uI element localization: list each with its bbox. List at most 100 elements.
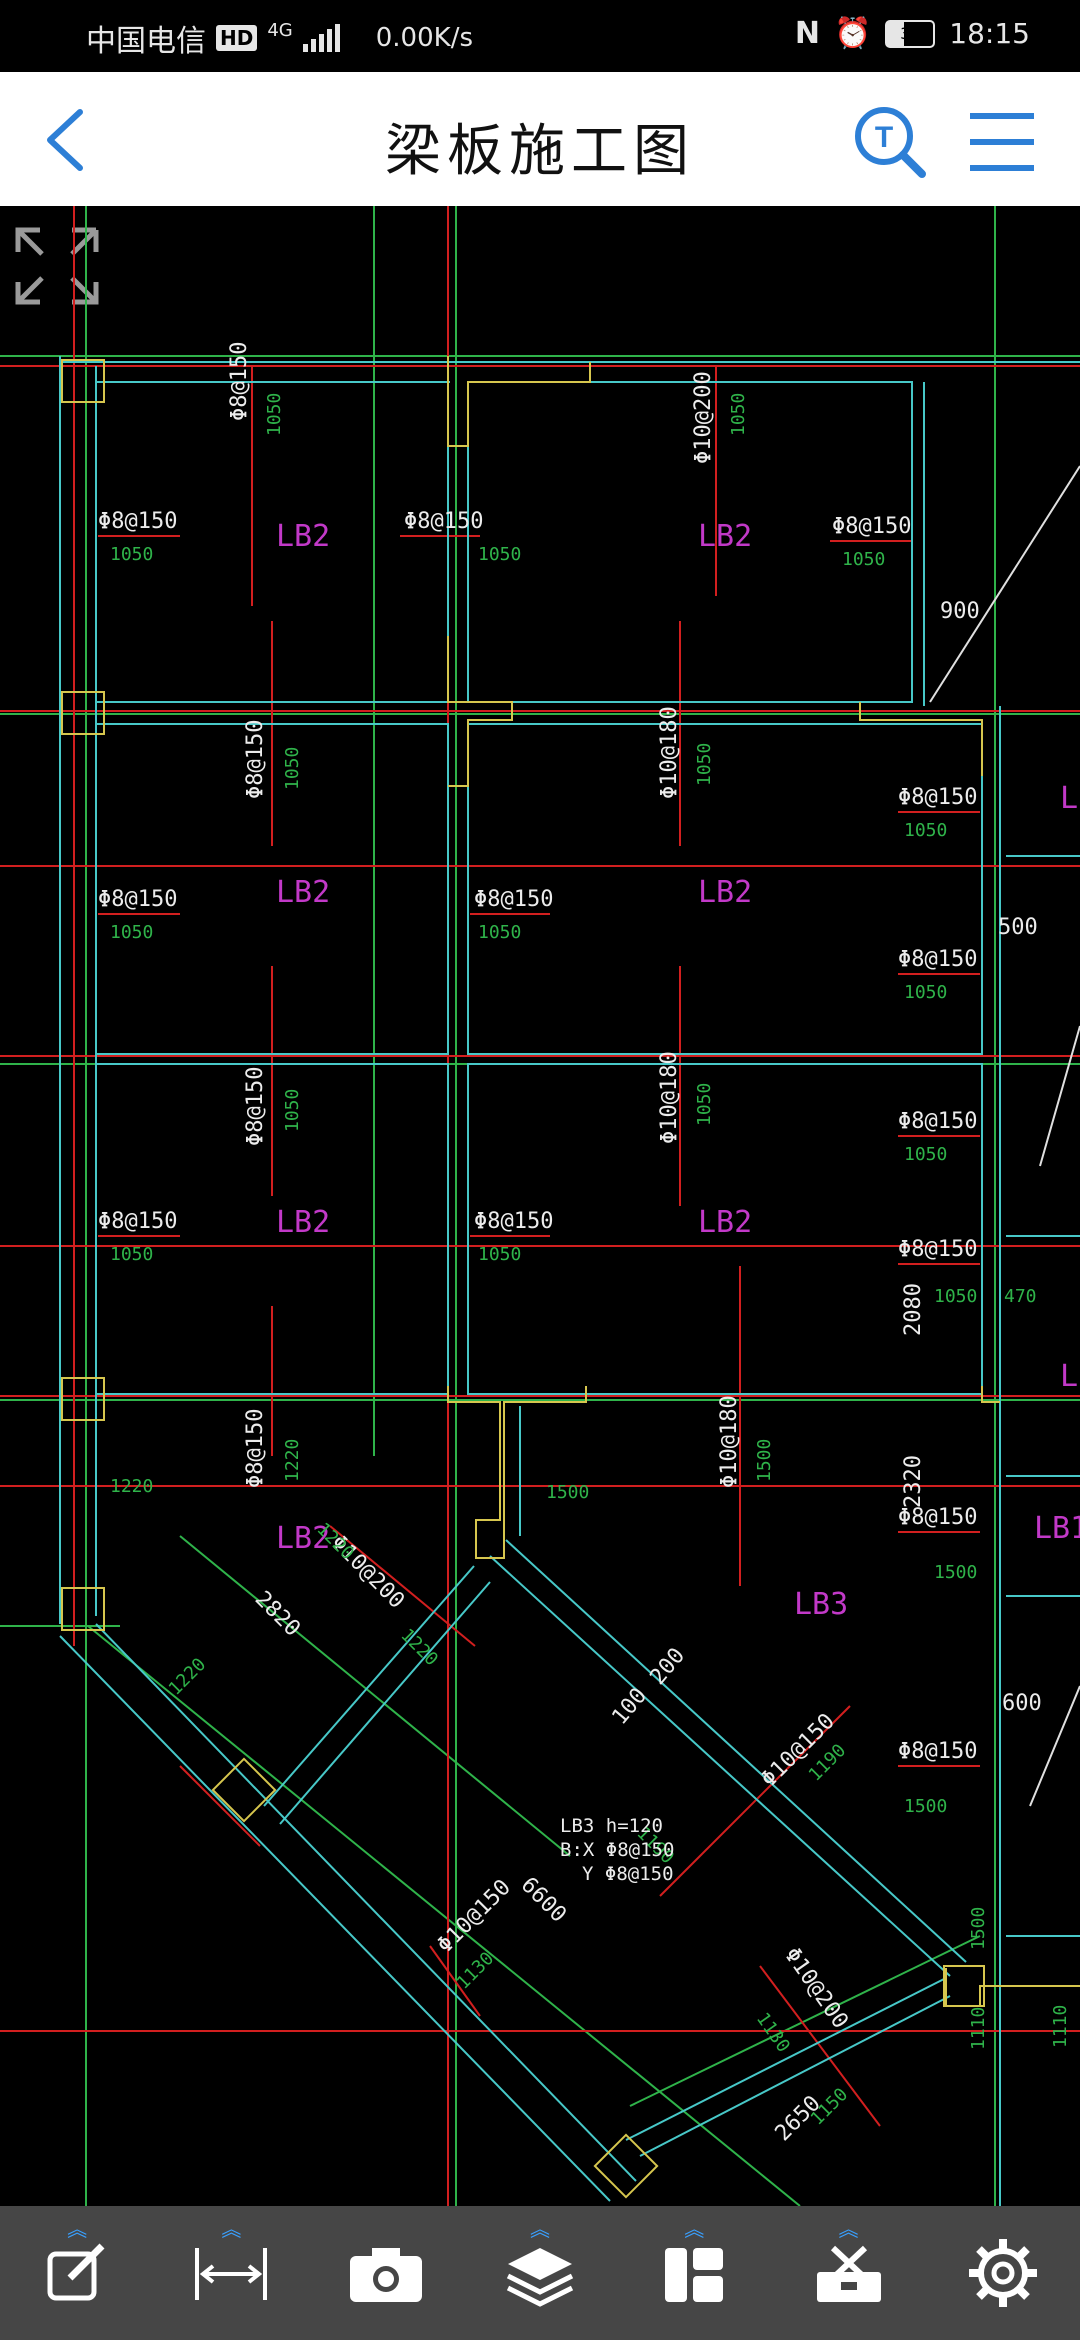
text-search-button[interactable]: T — [850, 102, 930, 182]
rebar-label: Φ8@150 — [98, 1209, 177, 1234]
slab-label: LB2 — [276, 519, 330, 554]
rebar-label: Φ8@150 — [474, 887, 553, 912]
dim-label: 1050 — [282, 1089, 303, 1132]
slab-label: LB2 — [698, 519, 752, 554]
rebar-label: Φ8@150 — [98, 887, 177, 912]
dim-label: 1050 — [478, 1244, 521, 1265]
slab-label: LB — [1060, 781, 1080, 816]
rebar-label: Φ8@150 — [898, 1505, 977, 1530]
dim-label: 100 — [607, 1683, 652, 1730]
page-title: 梁板施工图 — [385, 119, 695, 184]
settings-button[interactable] — [953, 2218, 1053, 2328]
chevron-up-icon: ︽ — [529, 2217, 550, 2241]
slab-label: LB1 — [1034, 1511, 1080, 1546]
slab-label: LB2 — [276, 1521, 330, 1556]
dim-label: 1500 — [904, 1796, 947, 1817]
slab-note-line: Y Φ8@150 — [582, 1863, 674, 1885]
dim-label: 2080 — [901, 1283, 926, 1336]
dim-label: 1050 — [478, 544, 521, 565]
dim-label: 1500 — [934, 1562, 977, 1583]
dim-label: 1050 — [110, 1244, 153, 1265]
rebar-label: Φ8@150 — [404, 509, 483, 534]
slab-label: LB2 — [698, 1205, 752, 1240]
dim-label: 1130 — [752, 2009, 794, 2057]
rebar-label: Φ8@150 — [243, 720, 268, 799]
rebar-label: Φ8@150 — [243, 1409, 268, 1488]
dim-label: 1050 — [904, 1144, 947, 1165]
rebar-label: Φ8@150 — [898, 947, 977, 972]
dim-label: 1050 — [694, 743, 715, 786]
measure-icon — [195, 2248, 268, 2300]
dim-label: 900 — [940, 599, 980, 624]
slab-label: LB3 — [794, 1587, 848, 1622]
annotate-icon — [47, 2243, 105, 2301]
rebar-label: Φ8@150 — [898, 1739, 977, 1764]
camera-icon — [349, 2248, 422, 2302]
layers-button[interactable]: ︽ — [490, 2218, 590, 2328]
hd-badge: HD — [216, 25, 258, 51]
rebar-label: Φ8@150 — [227, 342, 252, 421]
dim-label: 1050 — [842, 549, 885, 570]
layout-button[interactable]: ︽ — [644, 2218, 744, 2328]
title-bar: 梁板施工图 T — [0, 72, 1080, 206]
chevron-up-icon: ︽ — [684, 2217, 705, 2241]
toolbox-icon — [816, 2245, 881, 2302]
slab-note-line: LB3 h=120 — [560, 1815, 663, 1837]
slab-label: LB2 — [698, 875, 752, 910]
layers-icon — [506, 2248, 574, 2307]
dim-label: 600 — [1002, 1691, 1042, 1716]
dim-label: 1110 — [968, 2007, 989, 2050]
dim-label: 1220 — [165, 1654, 211, 1700]
menu-button[interactable] — [962, 102, 1042, 182]
rebar-label: Φ8@150 — [474, 1209, 553, 1234]
fullscreen-icon[interactable] — [15, 227, 99, 305]
chevron-up-icon: ︽ — [67, 2217, 88, 2241]
layout-icon — [665, 2248, 724, 2302]
dim-label: 1050 — [110, 544, 153, 565]
dim-label: 2820 — [250, 1587, 305, 1642]
signal-icon — [302, 24, 340, 52]
status-bar: 中国电信 HD 4G 0.00K/s N ⏰ 37 18:15 — [0, 0, 1080, 72]
chevron-up-icon: ︽ — [221, 2217, 242, 2241]
battery-level: 37 — [900, 23, 921, 43]
dim-label: 1110 — [1050, 2005, 1071, 2048]
dim-label: 1050 — [264, 393, 285, 436]
dim-label: 1050 — [282, 747, 303, 790]
chevron-up-icon: ︽ — [838, 2217, 859, 2241]
settings-icon — [968, 2239, 1037, 2307]
dim-label: 6600 — [516, 1873, 571, 1928]
dim-label: 500 — [998, 915, 1038, 940]
rebar-label: Φ8@150 — [898, 1109, 977, 1134]
rebar-label: Φ10@180 — [717, 1395, 742, 1488]
dim-label: 1220 — [110, 1476, 153, 1497]
dim-label: 1050 — [478, 922, 521, 943]
back-button[interactable] — [30, 100, 110, 180]
dim-label: 1050 — [904, 820, 947, 841]
rebar-label: Φ8@150 — [832, 514, 911, 539]
rebar-label: Φ8@150 — [98, 509, 177, 534]
rebar-label: Φ10@200 — [691, 371, 716, 464]
annotate-button[interactable]: ︽ — [27, 2218, 127, 2328]
slab-label: LB2 — [276, 1205, 330, 1240]
measure-button[interactable]: ︽ — [181, 2218, 281, 2328]
alarm-icon: ⏰ — [833, 16, 872, 51]
dim-label: 200 — [645, 1643, 690, 1690]
dim-label: 1500 — [754, 1439, 775, 1482]
dim-label: 470 — [1004, 1286, 1037, 1307]
camera-button[interactable] — [336, 2218, 436, 2328]
nfc-icon: N — [794, 16, 820, 51]
drawing-canvas[interactable]: LB2 LB2 LB2 LB2 LB2 LB2 LB2 LB3 LB1 LB L… — [0, 206, 1080, 2206]
slab-label: LB — [1060, 1359, 1080, 1394]
dim-label: 1050 — [934, 1286, 977, 1307]
rebar-label: Φ10@180 — [657, 706, 682, 799]
chevron-left-icon — [47, 109, 83, 171]
toolbox-button[interactable]: ︽ — [799, 2218, 899, 2328]
dim-label: 1050 — [694, 1083, 715, 1126]
rebar-label: Φ8@150 — [243, 1067, 268, 1146]
rebar-label: Φ10@180 — [657, 1051, 682, 1144]
bottom-toolbar: ︽ ︽ ︽ ︽ ︽ — [0, 2206, 1080, 2340]
svg-text:T: T — [875, 121, 893, 154]
text-search-icon: T — [855, 107, 926, 178]
dim-label: 1050 — [110, 922, 153, 943]
dim-label: 1050 — [904, 982, 947, 1003]
